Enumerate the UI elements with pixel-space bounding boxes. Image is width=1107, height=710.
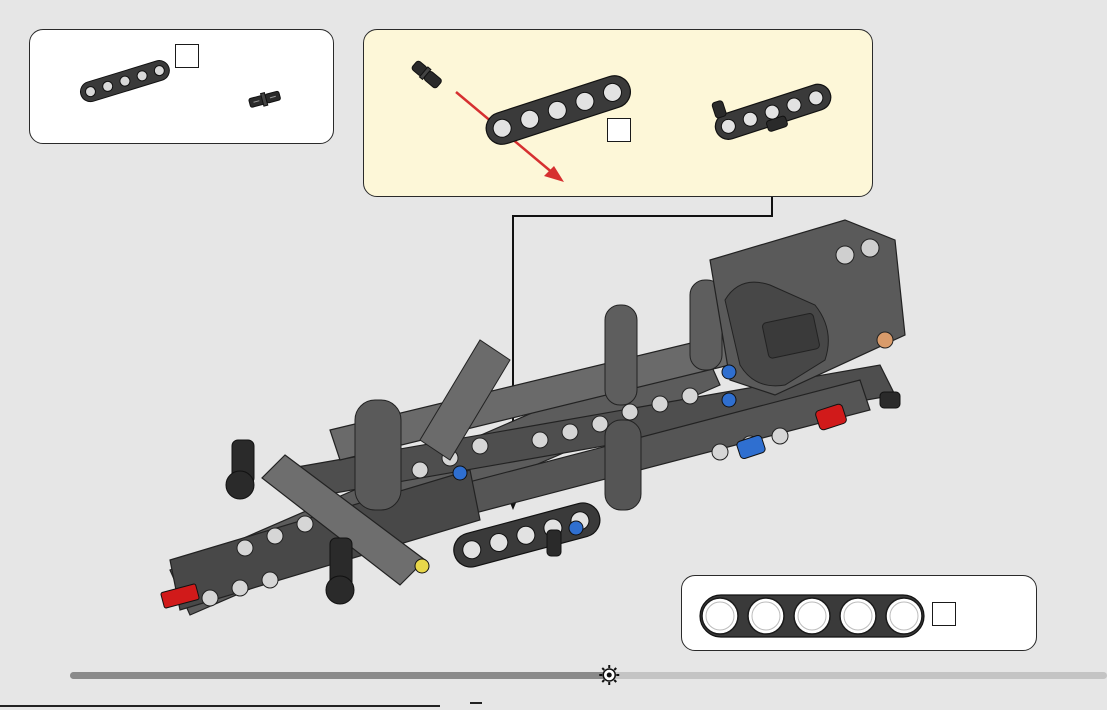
progress-fill — [70, 672, 609, 679]
progress-gear-icon — [599, 665, 619, 685]
page-footer-line — [0, 705, 440, 707]
page-footer-mark — [470, 702, 482, 710]
